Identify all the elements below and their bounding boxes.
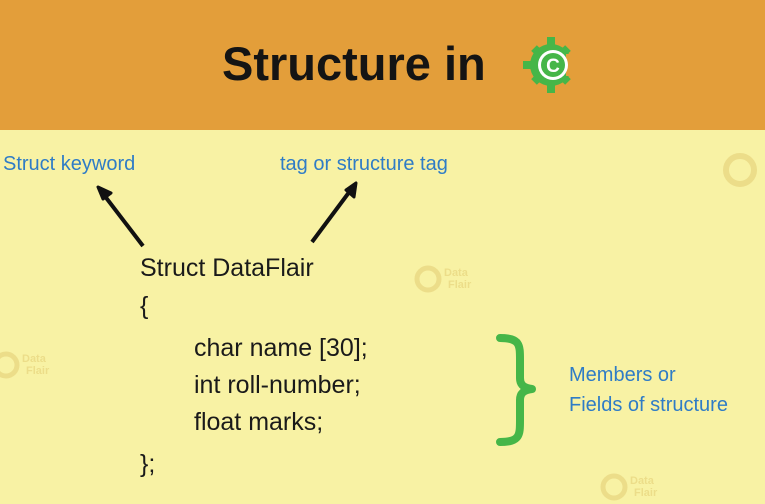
page-title: Structure in [222,37,486,90]
watermark-center: Data Flair [414,265,472,293]
watermark-bottom: Data Flair [600,473,658,501]
logo-letter: C [546,56,560,77]
svg-text:Flair: Flair [448,279,472,291]
code-line-close-brace: }; [140,450,156,478]
watermark-left: Data Flair [0,351,50,379]
code-line-member-roll-number: int roll-number; [194,371,361,399]
code-line-member-name: char name [30]; [194,334,368,362]
title-banner: Structure in C [0,0,765,130]
c-language-logo: C [523,37,580,93]
svg-text:Data: Data [444,267,469,279]
svg-text:Flair: Flair [26,365,50,377]
struct-keyword-label: Struct keyword [3,153,136,175]
code-line-struct-declaration: Struct DataFlair [140,254,314,282]
arrow-to-struct-keyword [96,185,145,248]
members-curly-brace [496,334,536,446]
code-line-member-marks: float marks; [194,408,324,436]
structure-tag-label: tag or structure tag [280,153,448,175]
members-label-line1: Members or [569,364,676,386]
code-line-open-brace: { [140,292,149,320]
watermark-right-top [723,153,757,187]
svg-text:Flair: Flair [634,487,658,499]
svg-text:Data: Data [630,475,655,487]
members-label-line2: Fields of structure [569,394,728,416]
svg-text:Data: Data [22,353,47,365]
arrow-to-structure-tag [310,181,358,244]
